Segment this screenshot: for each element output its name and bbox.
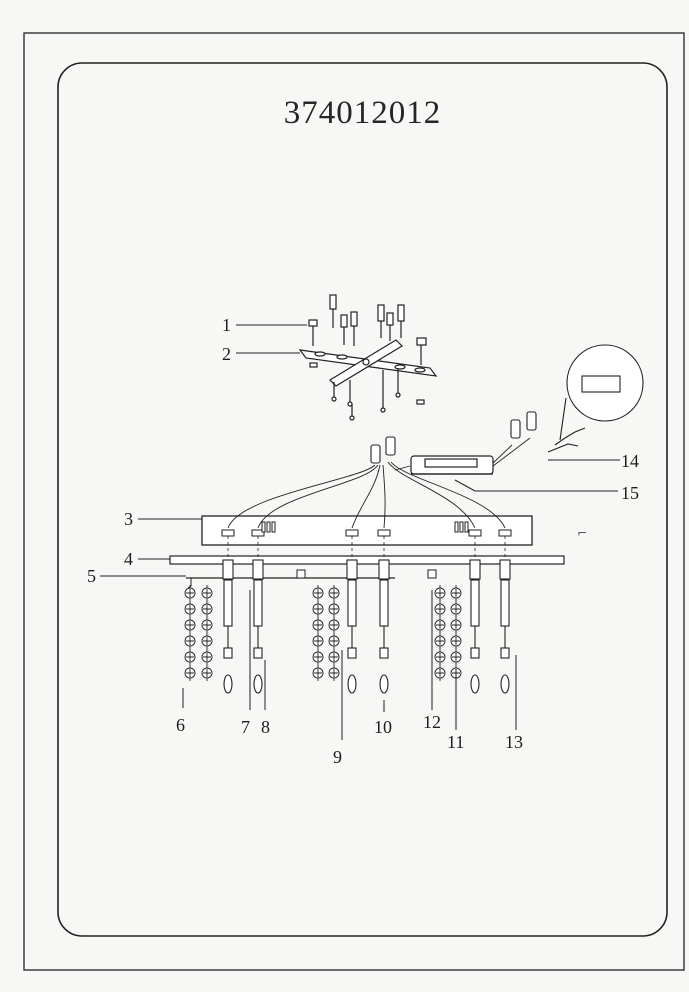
part-label-9: 9	[333, 747, 342, 767]
crystal-strand	[434, 585, 446, 681]
part-label-10: 10	[374, 717, 392, 737]
mounting-screws-upper	[308, 294, 427, 365]
part-label-1: 1	[222, 315, 231, 335]
model-number: 374012012	[283, 95, 442, 131]
rod-lamp	[222, 559, 234, 694]
crystal-strand	[312, 585, 324, 681]
outer-frame	[23, 32, 685, 971]
rod-lamp	[378, 559, 390, 694]
crystal-strand	[201, 585, 213, 681]
part-label-12: 12	[423, 712, 441, 732]
canopy-sockets	[221, 521, 512, 537]
connector-block	[370, 344, 644, 464]
part-label-6: 6	[176, 715, 185, 735]
part-label-14: 14	[621, 451, 639, 471]
rod-lamps	[222, 559, 511, 694]
part-label-4: 4	[124, 549, 133, 569]
part-label-2: 2	[222, 344, 231, 364]
rod-lamp	[469, 559, 481, 694]
part-label-3: 3	[124, 509, 133, 529]
svg-text:⌐: ⌐	[577, 526, 587, 540]
inner-frame	[57, 62, 668, 937]
rod-lamp	[346, 559, 358, 694]
long-panel	[169, 555, 565, 565]
part-label-8: 8	[261, 717, 270, 737]
rod-lamp	[499, 559, 511, 694]
rod-lamp	[252, 559, 264, 694]
wiring	[227, 437, 531, 529]
strand-clips	[187, 569, 437, 589]
part-label-13: 13	[505, 732, 523, 752]
mounting-screws-lower	[309, 362, 425, 421]
led-driver	[410, 455, 494, 475]
part-label-11: 11	[447, 732, 465, 752]
part-label-5: 5	[87, 566, 96, 586]
mounting-bracket-group	[298, 294, 438, 421]
crystal-strand	[328, 585, 340, 681]
assembly-guides	[227, 530, 506, 560]
part-label-15: 15	[621, 483, 639, 503]
crystal-strand	[450, 585, 462, 681]
part-label-7: 7	[241, 717, 250, 737]
bottom-leaders	[182, 590, 517, 740]
crystal-strand	[184, 585, 196, 681]
crystal-strands	[184, 585, 462, 681]
